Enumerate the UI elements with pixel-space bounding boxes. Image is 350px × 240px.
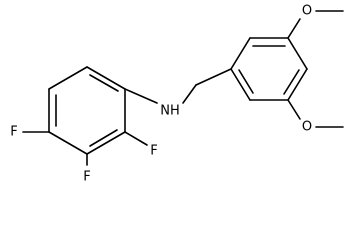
oxygen-label-bottom: O xyxy=(302,120,312,135)
fluorine-label-top: F xyxy=(10,125,17,140)
ring-bond xyxy=(287,68,308,101)
fluorine-label-bottom: F xyxy=(150,144,157,159)
ring-double-bond xyxy=(283,69,300,95)
ring-double-bond xyxy=(89,129,118,147)
ring-bond xyxy=(287,37,308,70)
ring-bond xyxy=(48,131,88,155)
dimethoxyphenyl-ring xyxy=(230,37,308,101)
ring-bond xyxy=(230,37,251,70)
ring-bond xyxy=(86,131,126,155)
ring-bond xyxy=(86,66,126,90)
aryl-nitrogen-bond xyxy=(124,88,158,104)
oxygen-label-top: O xyxy=(302,4,312,19)
trifluorophenyl-ring xyxy=(48,66,126,155)
molecule-drawing: NH F F F O O xyxy=(10,4,344,185)
ring-bond xyxy=(48,66,88,90)
fluorine-bond-bottom xyxy=(124,131,148,146)
ch2-aryl-bond xyxy=(195,68,232,86)
structure-canvas: NH F F F O O xyxy=(10,4,344,185)
nitrogen-ch2-bond xyxy=(182,84,197,104)
amine-label: NH xyxy=(160,104,180,119)
ring-double-bond xyxy=(238,69,254,94)
fluorine-label-middle: F xyxy=(83,170,90,185)
oxygen-bond-bottom xyxy=(287,99,301,120)
ring-bond xyxy=(230,68,251,101)
oxygen-bond-top xyxy=(287,18,301,39)
ring-double-bond xyxy=(89,74,119,92)
